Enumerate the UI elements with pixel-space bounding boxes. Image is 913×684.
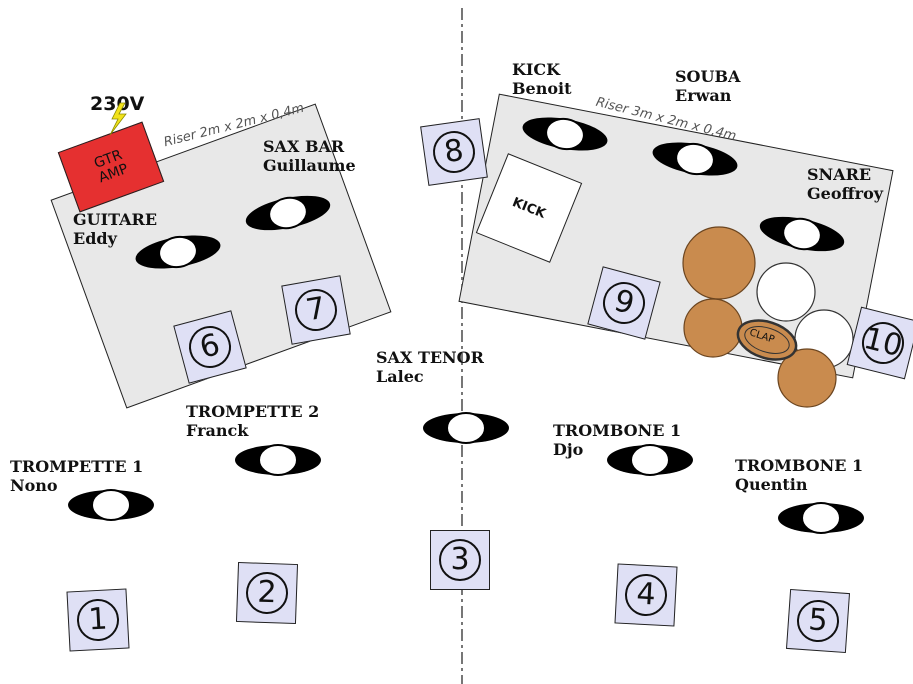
role: SAX BAR — [263, 137, 345, 156]
mic-souba-icon — [652, 142, 738, 176]
name: Djo — [553, 440, 584, 459]
monitor-1: 1 — [66, 588, 130, 652]
monitor-number: 10 — [857, 317, 909, 369]
label-guitare: GUITARE Eddy — [73, 210, 157, 248]
drum-tom-3 — [777, 348, 837, 408]
mic-trompette-1-icon — [68, 489, 154, 521]
monitor-8: 8 — [420, 118, 488, 186]
cymbal-1 — [756, 262, 816, 322]
monitor-number: 8 — [430, 128, 478, 176]
monitor-2: 2 — [235, 561, 299, 625]
name: Erwan — [675, 86, 732, 105]
label-sax-tenor: SAX TENOR Lalec — [376, 348, 484, 386]
role: TROMBONE 1 — [735, 456, 864, 475]
mic-snare-icon — [759, 216, 845, 252]
name: Guillaume — [263, 156, 356, 175]
monitor-4: 4 — [614, 563, 678, 627]
power-label: 230V — [90, 93, 145, 115]
label-souba: SOUBA Erwan — [675, 67, 740, 105]
label-sax-bar: SAX BAR Guillaume — [263, 137, 356, 175]
role: SOUBA — [675, 67, 741, 86]
label-trompette-1: TROMPETTE 1 Nono — [10, 457, 143, 495]
role: SAX TENOR — [376, 348, 484, 367]
mic-kick-icon — [522, 117, 608, 151]
mic-trompette-2-icon — [235, 444, 321, 476]
name: Geoffroy — [807, 184, 884, 203]
monitor-number: 2 — [245, 571, 289, 615]
monitor-number: 5 — [795, 598, 841, 644]
mic-trombone-quentin-icon — [778, 502, 864, 534]
mic-sax-bar-icon — [245, 195, 331, 231]
role: SNARE — [807, 165, 872, 184]
monitor-5: 5 — [785, 588, 851, 654]
drum-tom-1 — [682, 226, 756, 300]
name: Franck — [186, 421, 249, 440]
name: Quentin — [735, 475, 808, 494]
mic-sax-tenor-icon — [423, 412, 509, 444]
lightning-icon — [109, 102, 127, 136]
mic-trombone-djo-icon — [607, 444, 693, 476]
name: Lalec — [376, 367, 424, 386]
role: GUITARE — [73, 210, 158, 229]
monitor-7: 7 — [281, 275, 351, 345]
role: TROMPETTE 1 — [10, 457, 144, 476]
label-trompette-2: TROMPETTE 2 Franck — [186, 402, 319, 440]
role: TROMPETTE 2 — [186, 402, 320, 421]
role: TROMBONE 1 — [553, 421, 682, 440]
mic-guitare-icon — [135, 235, 221, 269]
monitor-number: 4 — [623, 572, 669, 618]
label-trombone-djo: TROMBONE 1 Djo — [553, 421, 681, 459]
monitor-number: 9 — [598, 277, 650, 329]
label-snare: SNARE Geoffroy — [807, 165, 883, 203]
name: Benoit — [512, 79, 572, 98]
label-trombone-quentin: TROMBONE 1 Quentin — [735, 456, 863, 494]
role: KICK — [512, 60, 561, 79]
monitor-3: 3 — [430, 530, 490, 590]
monitor-number: 3 — [439, 539, 481, 581]
monitor-number: 1 — [75, 597, 121, 643]
label-kick: KICK Benoit — [512, 60, 571, 98]
clap-pad — [736, 319, 798, 361]
name: Eddy — [73, 229, 117, 248]
monitor-number: 6 — [184, 321, 236, 373]
monitor-number: 7 — [291, 285, 341, 335]
name: Nono — [10, 476, 58, 495]
